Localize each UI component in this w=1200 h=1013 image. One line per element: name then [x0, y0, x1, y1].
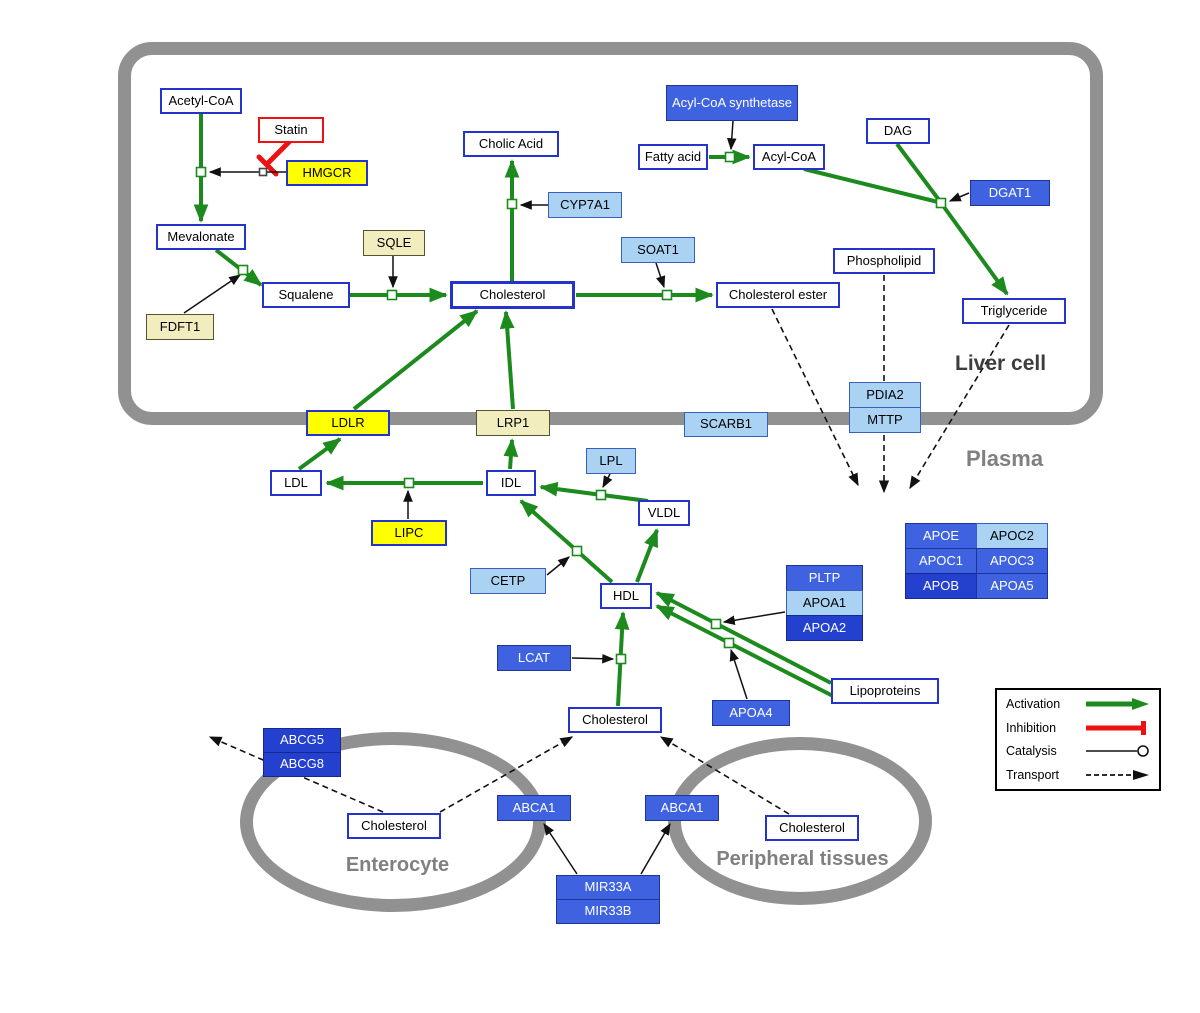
node-apoe[interactable]: APOE	[905, 523, 977, 549]
node-mir33a[interactable]: MIR33A	[556, 875, 660, 900]
node-cholesterol-liver[interactable]: Cholesterol	[450, 281, 575, 309]
node-mir33b[interactable]: MIR33B	[556, 899, 660, 924]
node-cholesterol-peripheral[interactable]: Cholesterol	[765, 815, 859, 841]
node-fdft1[interactable]: FDFT1	[146, 314, 214, 340]
node-sqle[interactable]: SQLE	[363, 230, 425, 256]
legend: Activation Inhibition Catalysis Transpor…	[995, 688, 1161, 791]
node-hdl[interactable]: HDL	[600, 583, 652, 609]
inhibition-tbar-icon	[1086, 720, 1146, 735]
node-ldlr[interactable]: LDLR	[306, 410, 390, 436]
node-triglyceride[interactable]: Triglyceride	[962, 298, 1066, 324]
catalysis-circle-icon	[1086, 745, 1149, 758]
node-abca1-peripheral[interactable]: ABCA1	[645, 795, 719, 821]
node-squalene[interactable]: Squalene	[262, 282, 350, 308]
node-mttp[interactable]: MTTP	[849, 407, 921, 433]
legend-catalysis-label: Catalysis	[1006, 744, 1057, 759]
node-phospholipid[interactable]: Phospholipid	[833, 248, 935, 274]
liver-cell-label: Liver cell	[955, 352, 1047, 375]
legend-transport: Transport	[1006, 768, 1150, 782]
legend-activation: Activation	[1006, 697, 1150, 711]
node-acetyl-coa[interactable]: Acetyl-CoA	[160, 88, 242, 114]
node-abcg8[interactable]: ABCG8	[263, 752, 341, 777]
peripheral-tissues-label: Peripheral tissues	[716, 848, 889, 870]
node-mevalonate[interactable]: Mevalonate	[156, 224, 246, 250]
node-lipc[interactable]: LIPC	[371, 520, 447, 546]
legend-activation-label: Activation	[1006, 697, 1061, 711]
node-fatty-acid[interactable]: Fatty acid	[638, 144, 708, 170]
node-cholesterol-enterocyte[interactable]: Cholesterol	[347, 813, 441, 839]
node-pdia2[interactable]: PDIA2	[849, 382, 921, 408]
node-apoc3[interactable]: APOC3	[976, 548, 1048, 574]
node-pltp[interactable]: PLTP	[786, 565, 863, 591]
node-lcat[interactable]: LCAT	[497, 645, 571, 671]
node-apoa5[interactable]: APOA5	[976, 573, 1048, 599]
node-cholic-acid[interactable]: Cholic Acid	[463, 131, 559, 157]
node-hmgcr[interactable]: HMGCR	[286, 160, 368, 186]
inhibition-edge	[256, 139, 292, 177]
legend-inhibition: Inhibition	[1006, 720, 1150, 735]
activation-arrow-icon	[1086, 698, 1149, 710]
node-apob[interactable]: APOB	[905, 573, 977, 599]
node-acyl-coa[interactable]: Acyl-CoA	[753, 144, 825, 170]
plasma-label: Plasma	[966, 446, 1044, 471]
node-dag[interactable]: DAG	[866, 118, 930, 144]
node-dgat1[interactable]: DGAT1	[970, 180, 1050, 206]
legend-catalysis: Catalysis	[1006, 744, 1150, 758]
node-cholesterol-ester[interactable]: Cholesterol ester	[716, 282, 840, 308]
node-lipoproteins[interactable]: Lipoproteins	[831, 678, 939, 704]
node-abcg5[interactable]: ABCG5	[263, 728, 341, 753]
node-lrp1[interactable]: LRP1	[476, 410, 550, 436]
node-statin[interactable]: Statin	[258, 117, 324, 143]
node-scarb1[interactable]: SCARB1	[684, 412, 768, 437]
enterocyte-label: Enterocyte	[345, 854, 450, 876]
node-apoc2[interactable]: APOC2	[976, 523, 1048, 549]
node-vldl[interactable]: VLDL	[638, 500, 690, 526]
node-cetp[interactable]: CETP	[470, 568, 546, 594]
reaction-nodes	[195, 151, 947, 665]
node-apoa4[interactable]: APOA4	[712, 700, 790, 726]
catalysis-edges	[183, 120, 970, 875]
node-abca1-enterocyte[interactable]: ABCA1	[497, 795, 571, 821]
node-acyl-coa-synthetase[interactable]: Acyl-CoA synthetase	[666, 85, 798, 121]
node-apoc1[interactable]: APOC1	[905, 548, 977, 574]
node-ldl[interactable]: LDL	[270, 470, 322, 496]
node-cholesterol-plasma[interactable]: Cholesterol	[568, 707, 662, 733]
legend-inhibition-label: Inhibition	[1006, 720, 1057, 735]
transport-dashed-arrow-icon	[1086, 769, 1149, 780]
node-apoa1[interactable]: APOA1	[786, 590, 863, 616]
node-soat1[interactable]: SOAT1	[621, 237, 695, 263]
node-apoa2[interactable]: APOA2	[786, 615, 863, 641]
node-cyp7a1[interactable]: CYP7A1	[548, 192, 622, 218]
activation-edges	[193, 114, 1009, 707]
node-idl[interactable]: IDL	[486, 470, 536, 496]
legend-transport-label: Transport	[1006, 767, 1060, 782]
node-lpl[interactable]: LPL	[586, 448, 636, 474]
